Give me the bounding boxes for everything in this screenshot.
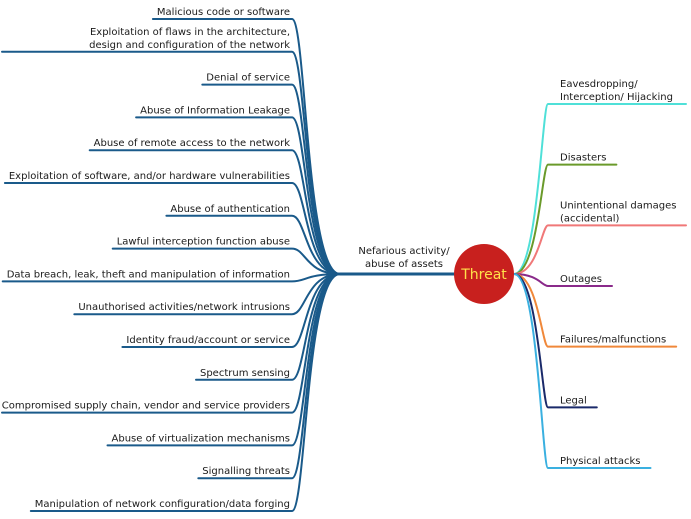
- left-branch-label-7: Abuse of authentication: [170, 204, 290, 215]
- left-branch-line-12: [195, 273, 341, 381]
- left-branch-label-14-line: Abuse of virtualization mechanisms: [112, 433, 290, 444]
- left-branch-line-2: [1, 50, 341, 275]
- right-branch-line-4: [513, 273, 613, 287]
- threat-center-label: Threat: [460, 267, 507, 283]
- left-branch-label-15-line: Signalling threats: [202, 466, 290, 477]
- right-branch-label-1: Eavesdropping/Interception/ Hijacking: [560, 79, 673, 103]
- left-branch-label-10-line: Unauthorised activities/network intrusio…: [78, 302, 290, 313]
- left-branch-label-4-line: Abuse of Information Leakage: [140, 105, 290, 116]
- left-branch-label-13-line: Compromised supply chain, vendor and ser…: [2, 401, 290, 412]
- right-branch-line-1: [513, 103, 687, 275]
- right-branch-label-3-line: (accidental): [560, 213, 619, 224]
- left-branch-label-3-line: Denial of service: [206, 73, 290, 84]
- left-branch-label-16-line: Manipulation of network configuration/da…: [35, 499, 290, 510]
- right-branch-label-1-line: Interception/ Hijacking: [560, 92, 673, 103]
- right-branch-label-3-line: Unintentional damages: [560, 200, 676, 211]
- left-branch-line-6: [3, 182, 341, 275]
- left-branch-label-5-line: Abuse of remote access to the network: [94, 138, 291, 149]
- left-branch-label-11: Identity fraud/account or service: [126, 335, 290, 346]
- hub-label-line: Nefarious activity/: [358, 246, 450, 257]
- right-branch-label-4: Outages: [560, 274, 602, 285]
- left-branch-label-7-line: Abuse of authentication: [170, 204, 290, 215]
- threat-center-node: [454, 244, 514, 304]
- hub-label: Nefarious activity/abuse of assets: [358, 246, 450, 270]
- right-branch-label-6: Legal: [560, 395, 587, 406]
- left-branch-line-3: [201, 83, 341, 275]
- left-branch-connectors: [1, 18, 341, 512]
- left-branch-line-16: [29, 273, 341, 512]
- left-branch-label-16: Manipulation of network configuration/da…: [35, 499, 290, 510]
- left-branch-label-8-line: Lawful interception function abuse: [117, 237, 290, 248]
- left-branch-label-6: Exploitation of software, and/or hardwar…: [9, 171, 290, 182]
- left-branch-label-13: Compromised supply chain, vendor and ser…: [2, 401, 290, 412]
- left-branch-label-2: Exploitation of flaws in the architectur…: [89, 27, 290, 51]
- left-branch-label-8: Lawful interception function abuse: [117, 237, 290, 248]
- left-branch-line-5: [88, 149, 341, 275]
- left-branch-label-2-line: Exploitation of flaws in the architectur…: [90, 27, 290, 38]
- right-branch-label-1-line: Eavesdropping/: [560, 79, 638, 90]
- left-branch-label-12: Spectrum sensing: [200, 368, 290, 379]
- left-branch-label-10: Unauthorised activities/network intrusio…: [78, 302, 290, 313]
- left-branch-label-2-line: design and configuration of the network: [89, 40, 290, 51]
- left-branch-line-8: [111, 247, 341, 275]
- left-branch-line-7: [165, 214, 341, 275]
- left-branch-label-4: Abuse of Information Leakage: [140, 105, 290, 116]
- right-branch-label-7-line: Physical attacks: [560, 456, 640, 467]
- left-branch-label-14: Abuse of virtualization mechanisms: [112, 433, 290, 444]
- right-branch-line-7: [513, 273, 652, 469]
- right-branch-label-3: Unintentional damages (accidental): [560, 200, 676, 224]
- hub-label-line: abuse of assets: [365, 259, 443, 270]
- left-branch-label-1-line: Malicious code or software: [157, 7, 290, 18]
- right-branch-label-7: Physical attacks: [560, 456, 640, 467]
- right-branch-label-5-line: Failures/malfunctions: [560, 335, 666, 346]
- left-branch-label-9: Data breach, leak, theft and manipulatio…: [7, 269, 290, 280]
- right-branch-line-6: [513, 273, 598, 409]
- right-branch-line-3: [513, 224, 687, 275]
- left-branch-label-9-line: Data breach, leak, theft and manipulatio…: [7, 269, 290, 280]
- left-branch-label-5: Abuse of remote access to the network: [94, 138, 291, 149]
- right-branch-line-5: [513, 273, 678, 348]
- left-branch-label-1: Malicious code or software: [157, 7, 290, 18]
- right-branch-label-6-line: Legal: [560, 395, 587, 406]
- right-branch-connectors: [513, 103, 687, 469]
- left-branch-label-3: Denial of service: [206, 73, 290, 84]
- left-branch-line-4: [135, 116, 341, 275]
- right-branch-label-2: Disasters: [560, 153, 606, 164]
- right-branch-label-2-line: Disasters: [560, 153, 606, 164]
- left-branch-label-6-line: Exploitation of software, and/or hardwar…: [9, 171, 290, 182]
- right-branch-labels: Eavesdropping/Interception/ HijackingDis…: [560, 79, 676, 467]
- right-branch-label-5: Failures/malfunctions: [560, 335, 666, 346]
- right-branch-line-2: [513, 163, 618, 275]
- left-branch-label-11-line: Identity fraud/account or service: [126, 335, 290, 346]
- right-branch-label-4-line: Outages: [560, 274, 602, 285]
- left-branch-label-12-line: Spectrum sensing: [200, 368, 290, 379]
- left-branch-label-15: Signalling threats: [202, 466, 290, 477]
